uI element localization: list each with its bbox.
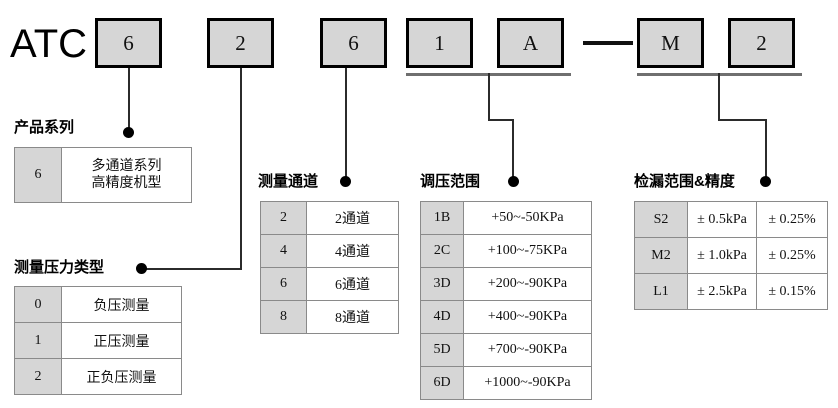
leak-code-0: S2 [634, 201, 688, 238]
connector-channel-dot [340, 176, 351, 187]
range-desc-5: +1000~-90KPa [463, 366, 592, 400]
separator-dash [583, 41, 633, 45]
leak-range-2: ± 2.5kPa [687, 273, 757, 310]
connector-leak-vertical-1 [718, 73, 720, 121]
channel-desc-2: 6通道 [306, 267, 399, 301]
connector-pressure-type-horizontal [142, 268, 242, 270]
code-box-pressure-type[interactable]: 2 [207, 18, 274, 68]
range-code-5: 6D [420, 366, 464, 400]
series-code-0: 6 [14, 147, 62, 203]
table-channel: 2 2通道 4 4通道 6 6通道 8 8通道 [260, 201, 399, 334]
brand-label: ATC [10, 22, 88, 66]
leak-range-0: ± 0.5kPa [687, 201, 757, 238]
code-box-series[interactable]: 6 [95, 18, 162, 68]
leak-code-1: M2 [634, 237, 688, 274]
range-desc-2: +200~-90KPa [463, 267, 592, 301]
range-desc-0: +50~-50KPa [463, 201, 592, 235]
connector-range-vertical-1 [488, 73, 490, 121]
connector-range-dot [508, 176, 519, 187]
connector-series-vertical [128, 68, 130, 130]
table-row: S2 ± 0.5kPa ± 0.25% [634, 201, 828, 238]
code-box-leak-1[interactable]: M [637, 18, 704, 68]
connector-leak-dot [760, 176, 771, 187]
channel-code-0: 2 [260, 201, 307, 235]
table-row: 6D +1000~-90KPa [420, 366, 592, 400]
channel-desc-3: 8通道 [306, 300, 399, 334]
series-desc-0-line1: 多通道系列 [91, 159, 162, 174]
range-desc-1: +100~-75KPa [463, 234, 592, 268]
pressure-type-code-1: 1 [14, 322, 62, 359]
table-row: 1 正压测量 [14, 322, 182, 359]
series-desc-0-line2: 高精度机型 [91, 176, 162, 191]
section-title-channel: 测量通道 [258, 173, 319, 190]
leak-accuracy-1: ± 0.25% [756, 237, 828, 274]
pressure-type-code-2: 2 [14, 358, 62, 395]
table-row: 2 2通道 [260, 201, 399, 235]
code-box-leak-2[interactable]: 2 [728, 18, 795, 68]
connector-range-vertical-2 [512, 119, 514, 179]
leak-accuracy-2: ± 0.15% [756, 273, 828, 310]
table-leak: S2 ± 0.5kPa ± 0.25% M2 ± 1.0kPa ± 0.25% … [634, 201, 828, 310]
range-code-3: 4D [420, 300, 464, 334]
pressure-type-desc-1: 正压测量 [61, 322, 182, 359]
channel-desc-0: 2通道 [306, 201, 399, 235]
leak-accuracy-0: ± 0.25% [756, 201, 828, 238]
table-row: L1 ± 2.5kPa ± 0.15% [634, 273, 828, 310]
section-title-series: 产品系列 [14, 119, 75, 136]
table-row: 5D +700~-90KPa [420, 333, 592, 367]
table-row: M2 ± 1.0kPa ± 0.25% [634, 237, 828, 274]
table-row: 6 多通道系列 高精度机型 [14, 147, 192, 203]
leak-code-2: L1 [634, 273, 688, 310]
connector-pressure-type-vertical [240, 68, 242, 270]
table-row: 2 正负压测量 [14, 358, 182, 395]
range-code-0: 1B [420, 201, 464, 235]
table-pressure-type: 0 负压测量 1 正压测量 2 正负压测量 [14, 286, 182, 395]
connector-range-horizontal [488, 119, 514, 121]
range-desc-3: +400~-90KPa [463, 300, 592, 334]
range-code-2: 3D [420, 267, 464, 301]
range-desc-4: +700~-90KPa [463, 333, 592, 367]
table-range: 1B +50~-50KPa 2C +100~-75KPa 3D +200~-90… [420, 201, 592, 400]
connector-pressure-type-dot [136, 263, 147, 274]
connector-leak-vertical-2 [765, 119, 767, 179]
channel-code-1: 4 [260, 234, 307, 268]
code-box-range-2[interactable]: A [497, 18, 564, 68]
pressure-type-code-0: 0 [14, 286, 62, 323]
pressure-type-desc-0: 负压测量 [61, 286, 182, 323]
table-row: 6 6通道 [260, 267, 399, 301]
table-row: 4 4通道 [260, 234, 399, 268]
table-series: 6 多通道系列 高精度机型 [14, 147, 192, 203]
section-title-leak: 检漏范围&精度 [634, 173, 735, 190]
table-row: 3D +200~-90KPa [420, 267, 592, 301]
code-box-range-1[interactable]: 1 [406, 18, 473, 68]
connector-channel-vertical [345, 68, 347, 178]
series-desc-0: 多通道系列 高精度机型 [61, 147, 192, 203]
range-code-1: 2C [420, 234, 464, 268]
table-row: 1B +50~-50KPa [420, 201, 592, 235]
code-box-channel[interactable]: 6 [320, 18, 387, 68]
connector-series-dot [123, 127, 134, 138]
channel-code-2: 6 [260, 267, 307, 301]
connector-leak-horizontal [718, 119, 766, 121]
range-code-4: 5D [420, 333, 464, 367]
table-row: 0 负压测量 [14, 286, 182, 323]
channel-desc-1: 4通道 [306, 234, 399, 268]
channel-code-3: 8 [260, 300, 307, 334]
leak-range-1: ± 1.0kPa [687, 237, 757, 274]
table-row: 4D +400~-90KPa [420, 300, 592, 334]
section-title-pressure-type: 测量压力类型 [14, 259, 105, 276]
pressure-type-desc-2: 正负压测量 [61, 358, 182, 395]
table-row: 8 8通道 [260, 300, 399, 334]
table-row: 2C +100~-75KPa [420, 234, 592, 268]
section-title-range: 调压范围 [420, 173, 481, 190]
